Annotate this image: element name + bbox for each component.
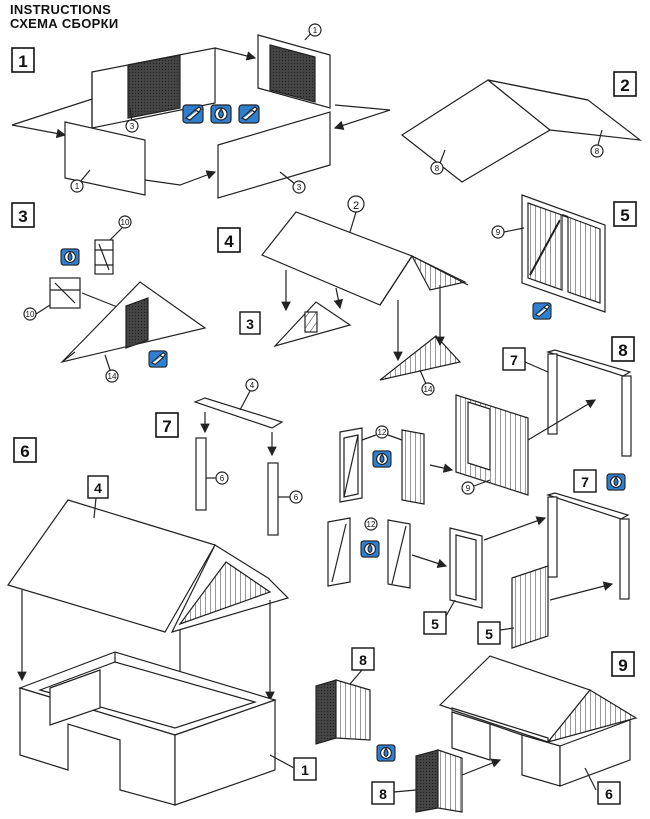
post (195, 437, 207, 511)
paint-droplets-icon (606, 473, 626, 491)
house-wall (559, 719, 631, 787)
part-label: 1 (301, 762, 309, 778)
step-7-frame: 7 4 6 6 (155, 378, 303, 536)
step-number: 3 (18, 207, 27, 226)
part-label: 9 (496, 228, 501, 237)
paint-droplets-icon (372, 450, 392, 468)
step-number: 6 (20, 442, 29, 461)
glue-tube-icon (148, 350, 168, 368)
part-label: 7 (510, 352, 518, 368)
part-label: 12 (367, 520, 376, 529)
post (267, 462, 279, 536)
part-label: 3 (130, 122, 135, 131)
paint-droplets-icon (60, 248, 80, 266)
step-number: 1 (18, 52, 27, 71)
part-label: 14 (108, 372, 117, 381)
gable-shutter (49, 277, 81, 309)
title-instructions-russian: СХЕМА СБОРКИ (10, 16, 119, 31)
frame-beam (545, 492, 630, 520)
part-label: 5 (431, 616, 439, 632)
frame-beam (545, 349, 632, 377)
part-label: 3 (246, 316, 254, 332)
house-body (18, 651, 277, 806)
step-number: 4 (224, 232, 234, 251)
wall-panel (511, 565, 549, 649)
step-2-roof: 2 8 8 (400, 71, 643, 183)
part-label: 3 (297, 183, 302, 192)
door-assembly (315, 679, 337, 745)
paint-droplets-icon (376, 744, 396, 762)
part-label: 2 (353, 200, 359, 212)
part-label: 6 (605, 786, 613, 802)
part-label: 1 (313, 26, 318, 35)
step-9-final: 9 8 8 6 (315, 647, 638, 813)
frame-post (619, 518, 630, 600)
frame-post (547, 353, 558, 435)
part-label: 8 (595, 147, 600, 156)
house-wall (451, 711, 491, 761)
paint-droplets-icon (210, 104, 232, 124)
frame-post (621, 375, 632, 457)
wall-panel (455, 394, 529, 496)
step-3-gable: 3 10 10 (11, 202, 207, 383)
step-5-gate: 5 9 (491, 194, 637, 320)
step-8-doors: 8 7 12 9 (327, 336, 635, 649)
gable-panel (379, 335, 462, 381)
part-label: 4 (250, 381, 255, 390)
step-6-house-assembly: 6 4 1 (7, 437, 317, 806)
glue-tube-icon (532, 302, 552, 320)
glue-tube-icon (182, 104, 204, 124)
part-label: 5 (485, 626, 493, 642)
part-label: 4 (94, 480, 102, 496)
part-label: 9 (466, 484, 471, 493)
glue-tube-icon (238, 104, 260, 124)
frame-post (547, 496, 558, 578)
step-number: 7 (162, 417, 171, 436)
house-wall (521, 734, 561, 787)
part-label: 14 (424, 385, 433, 394)
part-label: 12 (378, 428, 387, 437)
step-4-roof-assembly: 4 2 3 14 (217, 195, 469, 396)
part-label: 6 (294, 493, 299, 502)
step-number: 8 (618, 341, 627, 360)
step-number: 5 (620, 206, 629, 225)
part-label: 10 (26, 310, 35, 319)
part-label: 8 (379, 786, 387, 802)
part-label: 6 (220, 474, 225, 483)
step-1-walls: 1 3 (11, 23, 391, 199)
part-label: 1 (75, 182, 80, 191)
step-number: 9 (618, 656, 627, 675)
paint-droplets-icon (360, 540, 380, 558)
part-label: 8 (435, 164, 440, 173)
part-label: 8 (359, 652, 367, 668)
side-wall-panel (217, 111, 331, 199)
step-number: 2 (620, 76, 629, 95)
back-wall-panel (257, 34, 331, 109)
door-assembly (415, 749, 439, 813)
gable-shutter (94, 239, 114, 275)
part-label: 10 (121, 218, 130, 227)
door-leaf (401, 429, 425, 505)
part-label: 7 (581, 474, 589, 490)
title-instructions: INSTRUCTIONS (10, 2, 112, 17)
lintel-beam (193, 397, 284, 429)
